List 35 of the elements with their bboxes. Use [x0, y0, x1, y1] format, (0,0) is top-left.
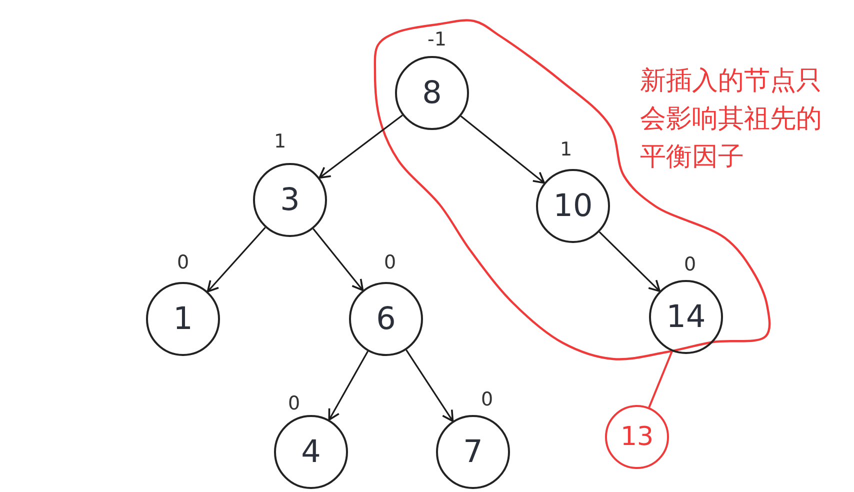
tree-node-circle — [146, 282, 220, 356]
node-value: 4 — [301, 436, 321, 468]
node-value: 8 — [422, 78, 442, 108]
node-value: 14 — [666, 302, 706, 332]
tree-node-circle — [605, 405, 669, 469]
node-value: 10 — [553, 190, 593, 222]
node-value: 1 — [173, 304, 193, 334]
balance-factor: 0 — [288, 394, 300, 414]
arrow — [598, 231, 660, 292]
tree-node-circle — [253, 163, 327, 237]
connector-line — [648, 350, 673, 408]
node-value: 13 — [620, 424, 654, 450]
annotation-note: 新插入的节点只会影响其祖先的平衡因子 — [640, 65, 823, 174]
arrow — [328, 350, 369, 421]
tree-node-circle — [536, 169, 610, 243]
arrow — [312, 228, 364, 292]
balance-factor: -1 — [428, 30, 446, 50]
tree-node-circle — [649, 280, 723, 354]
arrow — [406, 350, 454, 422]
tree-node-circle — [395, 56, 469, 130]
tree-node-circle — [274, 415, 348, 489]
balance-factor: 0 — [384, 254, 396, 272]
arrow — [318, 114, 403, 179]
balance-factor: 0 — [480, 390, 494, 410]
balance-factor: 1 — [560, 140, 572, 160]
node-value: 3 — [280, 184, 300, 216]
balance-factor: 0 — [176, 254, 190, 272]
tree-node-circle — [349, 282, 423, 356]
tree-node-circle — [436, 415, 510, 489]
node-value: 7 — [463, 436, 483, 468]
balance-factor: 1 — [274, 132, 286, 152]
node-value: 6 — [376, 304, 396, 334]
arrow — [460, 116, 546, 184]
arrow — [206, 226, 266, 292]
balance-factor: 0 — [684, 256, 696, 274]
